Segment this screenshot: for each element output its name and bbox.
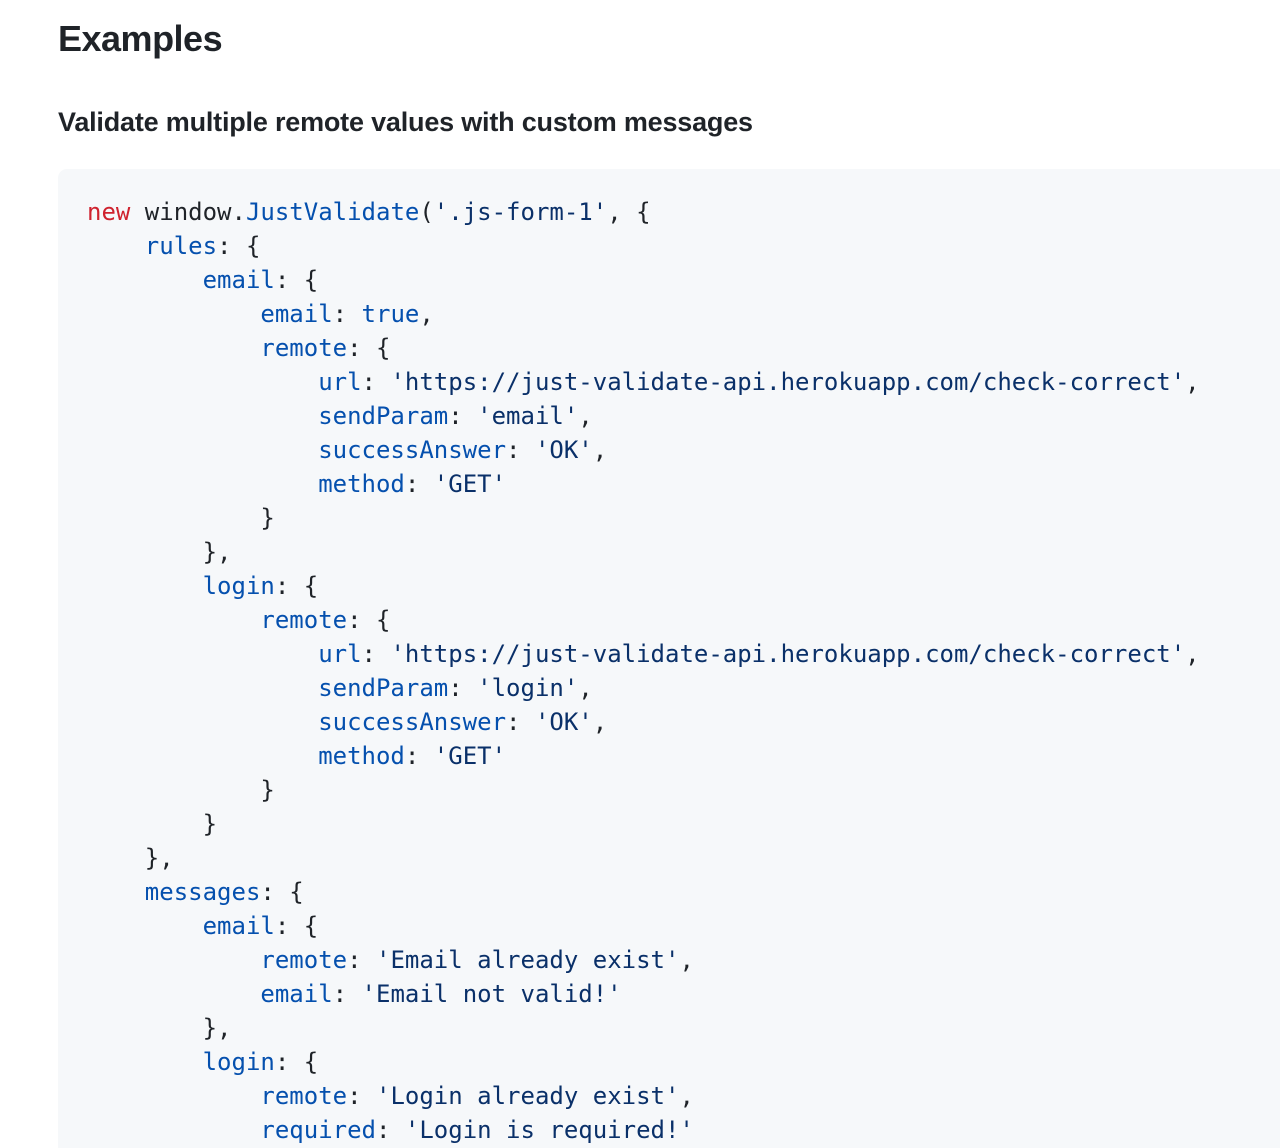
code-block: new window.JustValidate('.js-form-1', { … — [58, 169, 1280, 1148]
code-line: url: 'https://just-validate-api.herokuap… — [318, 640, 1200, 668]
code-line: } — [87, 810, 218, 838]
code-line: method: 'GET' — [318, 470, 507, 498]
code-line: } — [87, 504, 275, 532]
code-line: } — [87, 776, 275, 804]
code-line: }, — [87, 844, 174, 872]
code-line: url: 'https://just-validate-api.herokuap… — [318, 368, 1200, 396]
code-line: remote: { — [260, 334, 391, 362]
code-line: sendParam: 'login', — [318, 674, 593, 702]
code-line: sendParam: 'email', — [318, 402, 593, 430]
code-line: email: 'Email not valid!' — [260, 980, 622, 1008]
code-line: remote: 'Email already exist', — [260, 946, 694, 974]
code-line: email: { — [202, 912, 319, 940]
code-line: }, — [87, 538, 232, 566]
code-line: email: true, — [260, 300, 434, 328]
code-line: remote: { — [260, 606, 391, 634]
code-line: login: { — [202, 572, 319, 600]
code-line: successAnswer: 'OK', — [318, 708, 608, 736]
code-line: }, — [87, 1014, 232, 1042]
page-title: Examples — [58, 18, 223, 59]
code-line: rules: { — [144, 232, 261, 260]
code-line: method: 'GET' — [318, 742, 507, 770]
section-title: Validate multiple remote values with cus… — [58, 107, 753, 137]
code-line: login: { — [202, 1048, 319, 1076]
code-line: successAnswer: 'OK', — [318, 436, 608, 464]
code-line: email: { — [202, 266, 319, 294]
code-line: required: 'Login is required!' — [260, 1116, 694, 1144]
code-line: messages: { — [144, 878, 304, 906]
code-line: remote: 'Login already exist', — [260, 1082, 694, 1110]
code-line: new window.JustValidate('.js-form-1', { — [87, 198, 651, 226]
